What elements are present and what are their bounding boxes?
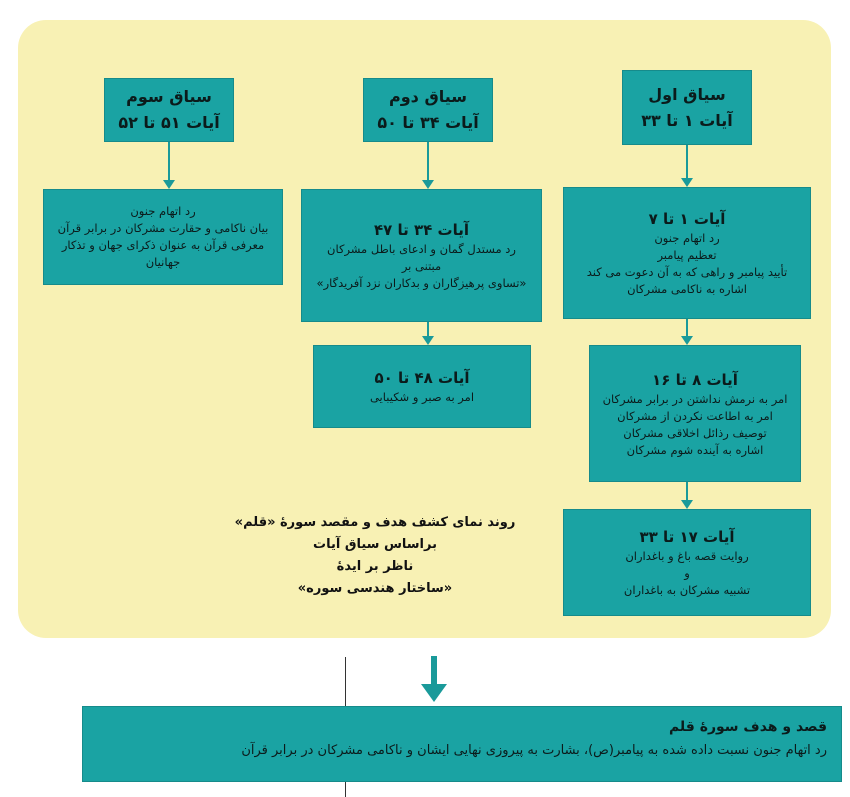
arrow-down bbox=[421, 322, 435, 345]
box-line: توصیف رذائل اخلاقی مشرکان bbox=[623, 425, 767, 440]
verses-box-8-16: آیات ۸ تا ۱۶ امر به نرمش نداشتن در برابر… bbox=[589, 345, 801, 482]
arrow-down bbox=[421, 142, 435, 189]
verses-box-17-33: آیات ۱۷ تا ۳۳ روایت قصه باغ و باغداران و… bbox=[563, 509, 811, 616]
head-title: سیاق سوم bbox=[126, 87, 212, 106]
head-sub: آیات ۱ تا ۳۳ bbox=[641, 110, 733, 130]
final-purpose-box: قصد و هدف سورهٔ قلم رد اتهام جنون نسبت د… bbox=[82, 706, 842, 782]
box-line: امر به اطاعت نکردن از مشرکان bbox=[617, 408, 773, 423]
box-title: آیات ۱۷ تا ۳۳ bbox=[639, 528, 735, 546]
box-line: تأیید پیامبر و راهی که به آن دعوت می کند bbox=[586, 265, 788, 279]
box-title: آیات ۱ تا ۷ bbox=[648, 210, 726, 228]
box-title: آیات ۸ تا ۱۶ bbox=[652, 370, 738, 389]
verses-box-1-7: آیات ۱ تا ۷ رد اتهام جنون تعظیم پیامبر ت… bbox=[563, 187, 811, 319]
box-line: معرفی قرآن به عنوان ذکرای جهان و تذکار ج… bbox=[61, 238, 265, 269]
verses-box-34-47: آیات ۳۴ تا ۴۷ رد مستدل گمان و ادعای باطل… bbox=[301, 189, 542, 322]
head-sub: آیات ۵۱ تا ۵۲ bbox=[118, 113, 220, 132]
caption-line: ناظر بر ایدهٔ bbox=[336, 559, 414, 574]
box-title: آیات ۳۴ تا ۴۷ bbox=[373, 221, 470, 239]
box-line: اشاره به آینده شوم مشرکان bbox=[626, 442, 764, 457]
box-line: بیان ناکامی و حقارت مشرکان در برابر قرآن bbox=[57, 221, 269, 235]
head-context-1: سیاق اول آیات ۱ تا ۳۳ bbox=[622, 70, 752, 145]
head-title: سیاق اول bbox=[648, 84, 726, 104]
caption-line: «ساختار هندسی سوره» bbox=[297, 581, 453, 596]
final-title: قصد و هدف سورهٔ قلم bbox=[668, 719, 827, 735]
box-title: آیات ۴۸ تا ۵۰ bbox=[374, 369, 470, 387]
box-line: رد مستدل گمان و ادعای باطل مشرکان bbox=[327, 242, 516, 256]
head-sub: آیات ۳۴ تا ۵۰ bbox=[377, 113, 479, 132]
arrow-down bbox=[680, 145, 694, 187]
box-line: اشاره به ناکامی مشرکان bbox=[627, 282, 747, 296]
box-line: مبتنی بر bbox=[401, 259, 442, 273]
head-title: سیاق دوم bbox=[388, 87, 468, 106]
box-line: تشبیه مشرکان به باغداران bbox=[623, 583, 751, 597]
verses-box-51-52: رد اتهام جنون بیان ناکامی و حقارت مشرکان… bbox=[43, 189, 283, 285]
arrow-down bbox=[680, 319, 694, 345]
box-line: و bbox=[684, 566, 690, 580]
box-line: رد اتهام جنون bbox=[130, 204, 196, 218]
divider-line bbox=[345, 782, 346, 797]
divider-line bbox=[345, 657, 346, 706]
diagram-caption: روند نمای کشف هدف و مقصد سورهٔ «قلم» برا… bbox=[230, 512, 520, 600]
box-line: «تساوی پرهیزگاران و بدکاران نزد آفریدگار… bbox=[316, 276, 527, 290]
box-line: روایت قصه باغ و باغداران bbox=[625, 549, 749, 563]
box-line: رد اتهام جنون bbox=[654, 231, 720, 245]
head-context-2: سیاق دوم آیات ۳۴ تا ۵۰ bbox=[363, 78, 493, 142]
box-line: امر به صبر و شکیبایی bbox=[369, 390, 475, 404]
arrow-down-large bbox=[421, 656, 447, 706]
caption-line: روند نمای کشف هدف و مقصد سورهٔ «قلم» برا… bbox=[234, 515, 516, 552]
arrow-down bbox=[680, 482, 694, 509]
box-line: تعظیم پیامبر bbox=[657, 248, 717, 262]
arrow-down bbox=[162, 142, 176, 189]
final-text: رد اتهام جنون نسبت داده شده به پیامبر(ص)… bbox=[241, 743, 827, 758]
box-line: امر به نرمش نداشتن در برابر مشرکان bbox=[602, 391, 788, 406]
verses-box-48-50: آیات ۴۸ تا ۵۰ امر به صبر و شکیبایی bbox=[313, 345, 531, 428]
head-context-3: سیاق سوم آیات ۵۱ تا ۵۲ bbox=[104, 78, 234, 142]
